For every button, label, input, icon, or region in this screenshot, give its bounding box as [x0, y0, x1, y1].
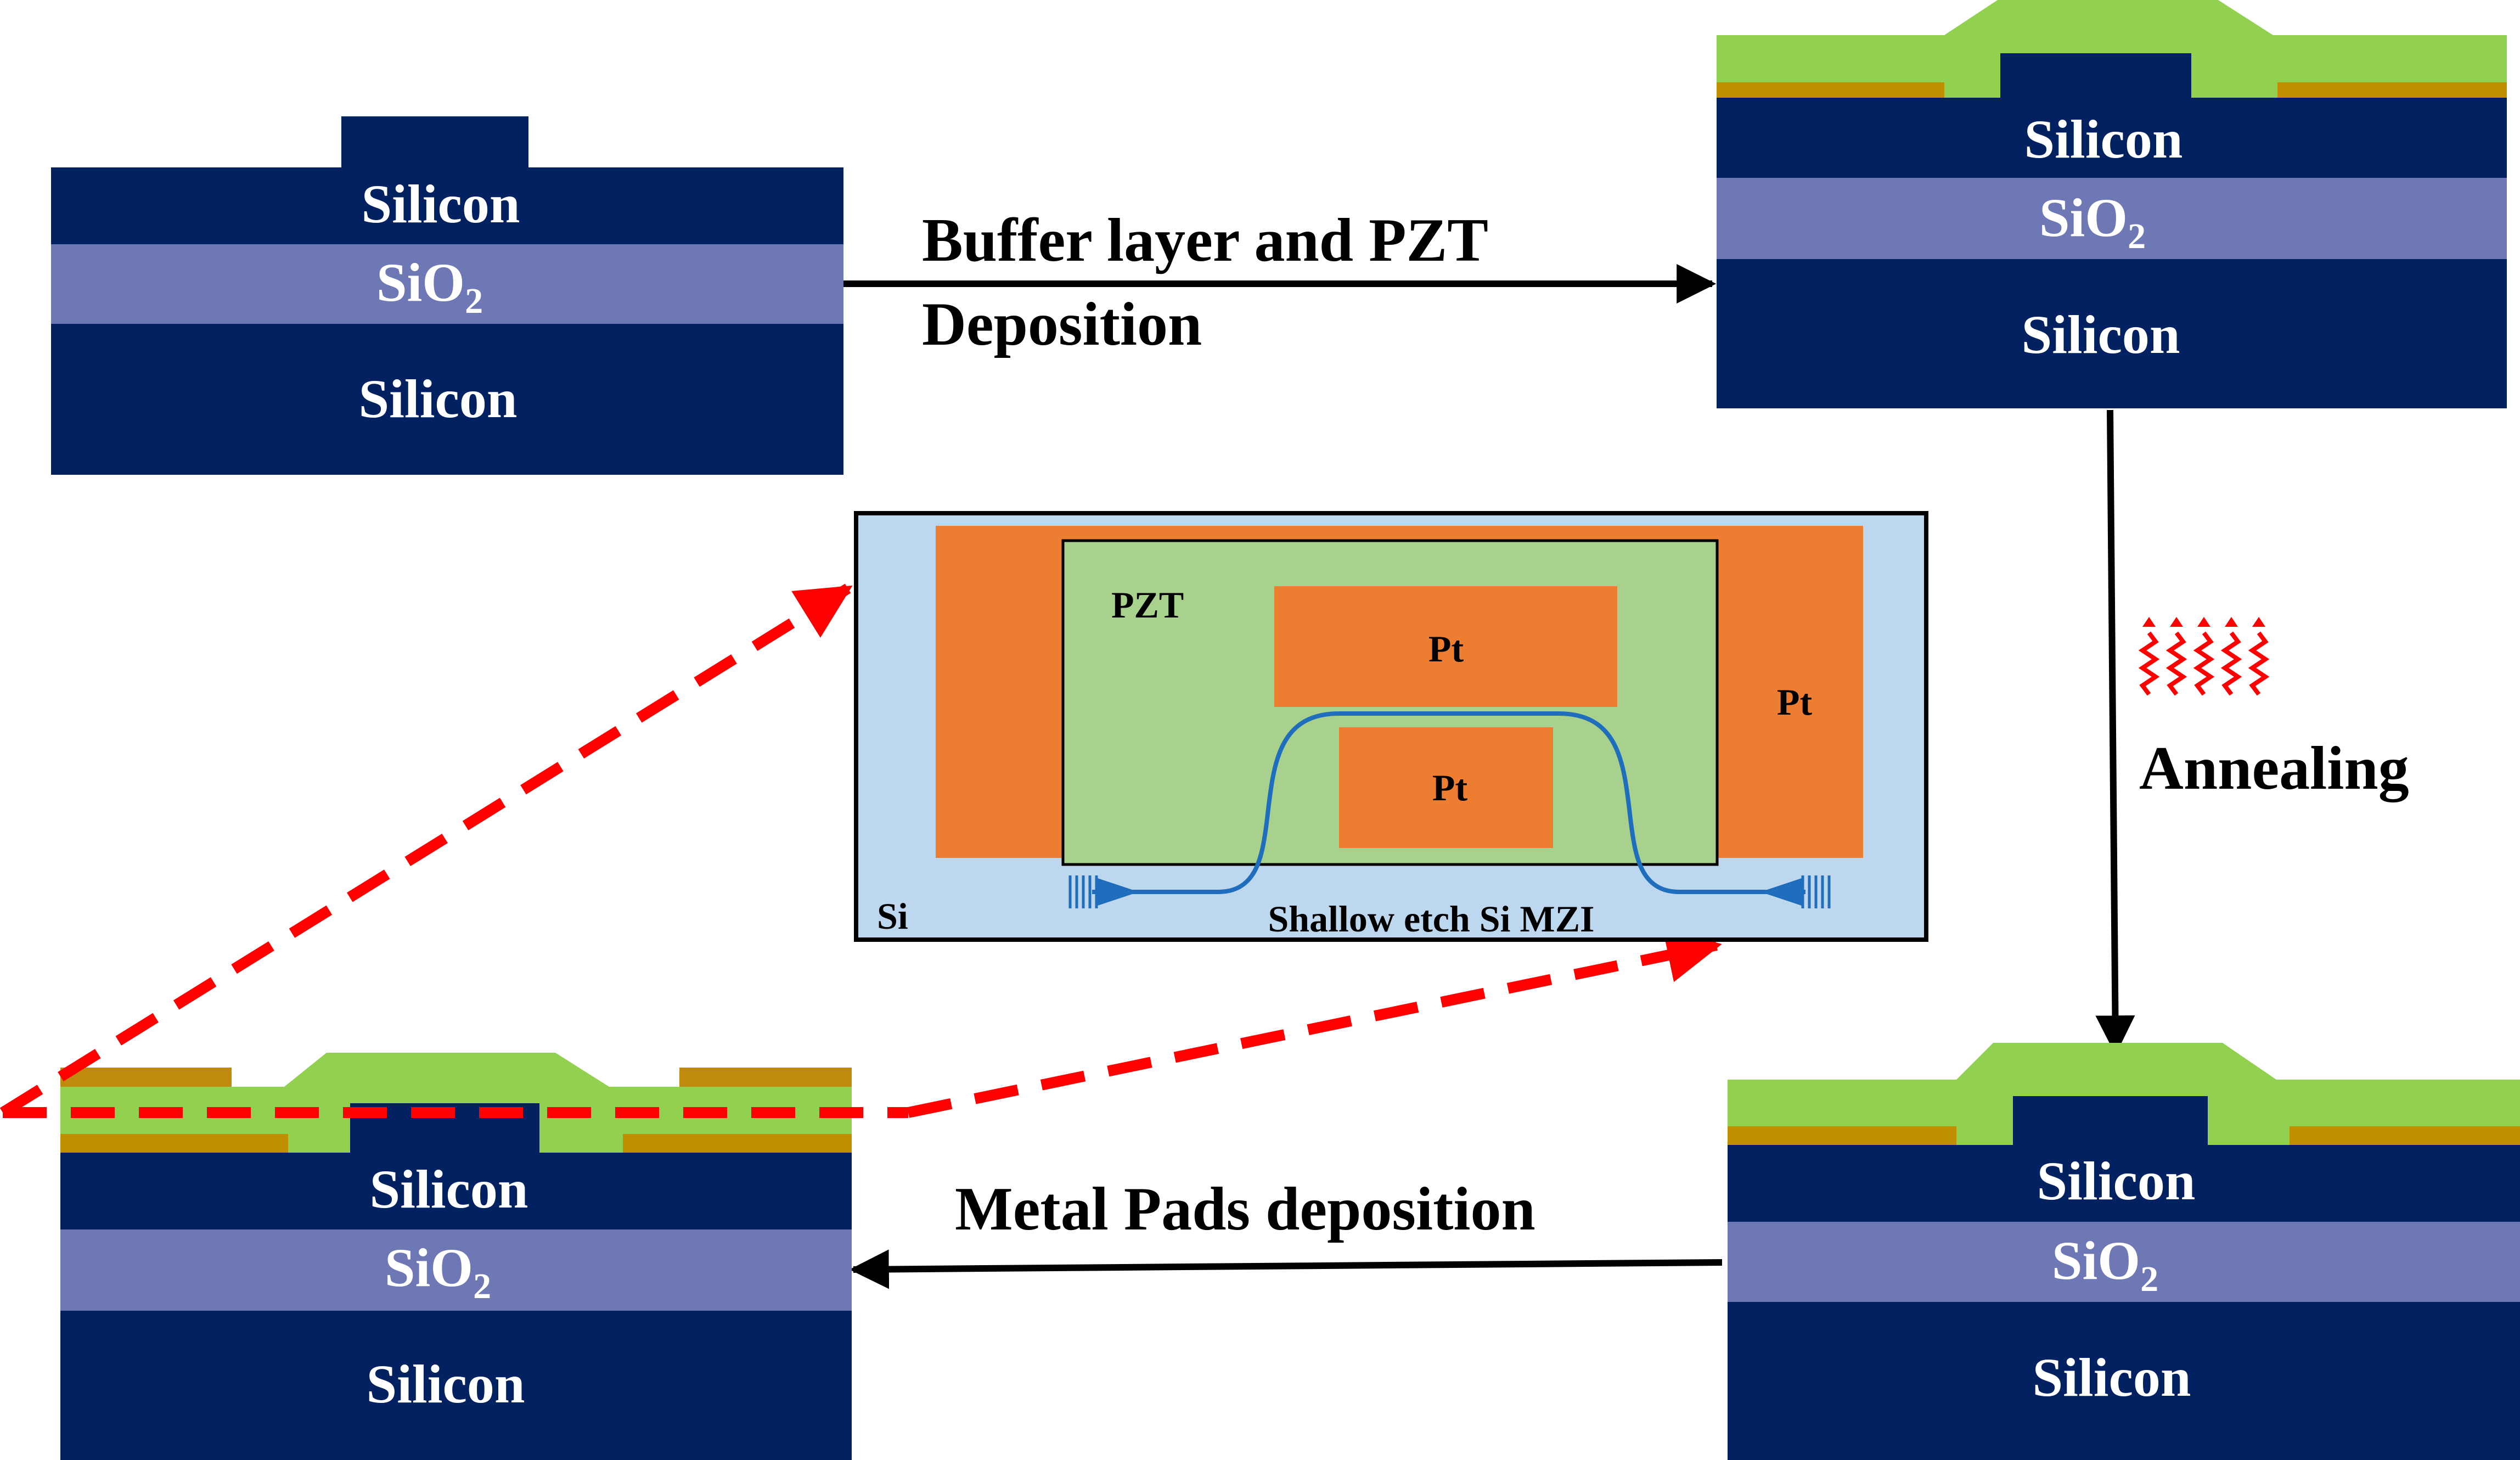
inset-pt-right-label: Pt — [1777, 681, 1813, 723]
silicon-label: Silicon — [2024, 109, 2183, 170]
mzi-waveguide — [1092, 711, 1805, 894]
inset-pt-center-label: Pt — [1432, 767, 1468, 808]
initial-soi-stack: Silicon SiO2 Silicon — [51, 116, 843, 475]
sio2-base: SiO — [2039, 187, 2128, 248]
step-metal-pads-label: Metal Pads deposition — [955, 1175, 1535, 1243]
pt-electrode-top — [1274, 586, 1617, 707]
inset-pt-top-label: Pt — [1428, 628, 1464, 670]
sio2-subscript: 2 — [2140, 1259, 2158, 1299]
buffer-layer-left — [1717, 82, 1944, 99]
silicon-label: Silicon — [370, 1159, 528, 1220]
substrate-label: Silicon — [367, 1354, 525, 1414]
substrate-label: Silicon — [359, 368, 518, 429]
silicon-label: Silicon — [362, 173, 520, 234]
top-view-inset: PZT Pt Pt Pt Si Shallow etch Si MZI — [854, 511, 1928, 942]
sio2-label: SiO2 — [376, 252, 483, 321]
inset-pzt-label: PZT — [1111, 584, 1184, 626]
sio2-subscript: 2 — [465, 281, 483, 321]
pt-electrode-center — [1339, 727, 1553, 848]
silicon-rib — [2000, 53, 2191, 100]
pzt-layer — [1728, 1043, 2520, 1146]
silicon-rib — [341, 116, 528, 169]
final-device-stack: Silicon SiO2 Silicon — [60, 1053, 852, 1460]
silicon-label: Silicon — [2037, 1150, 2196, 1211]
pzt-layer — [1717, 0, 2507, 99]
grating-coupler-right-icon — [1760, 875, 1831, 908]
heat-waves-icon — [2138, 617, 2270, 696]
silicon-device-layer — [60, 1153, 852, 1231]
sio2-base: SiO — [385, 1237, 473, 1298]
sio2-subscript: 2 — [2128, 216, 2146, 256]
zoom-highlight — [0, 583, 1722, 1118]
sio2-label: SiO2 — [385, 1237, 491, 1306]
step-buffer-label-line2: Deposition — [922, 290, 1202, 358]
silicon-device-layer — [1728, 1145, 2520, 1223]
arrow-left-icon — [849, 1249, 1723, 1289]
buffer-layer-left — [1728, 1126, 1956, 1146]
zoom-line-upper — [0, 583, 853, 1118]
grating-coupler-left-icon — [1068, 875, 1139, 908]
pzt-deposited-stack: Silicon SiO2 Silicon — [1717, 0, 2507, 408]
silicon-device-layer — [1717, 98, 2507, 179]
sio2-box-layer — [60, 1229, 852, 1312]
sio2-box-layer — [1717, 178, 2507, 260]
sio2-subscript: 2 — [473, 1266, 491, 1306]
silicon-rib — [2013, 1096, 2208, 1145]
sio2-box-layer — [51, 244, 843, 325]
substrate-label: Silicon — [2022, 304, 2180, 365]
sio2-base: SiO — [2052, 1230, 2140, 1291]
buffer-layer-right — [2277, 82, 2507, 99]
silicon-device-layer — [51, 167, 843, 245]
silicon-substrate — [1717, 259, 2507, 408]
arrow-down-icon — [2095, 409, 2135, 1055]
silicon-substrate — [1728, 1302, 2520, 1460]
inset-mzi-label: Shallow etch Si MZI — [1268, 898, 1594, 940]
step-buffer-label-line1: Buffer layer and PZT — [922, 206, 1488, 274]
metal-pad-right — [679, 1068, 852, 1087]
inset-si-label: Si — [877, 895, 908, 937]
buffer-layer-left — [60, 1134, 288, 1154]
sio2-label: SiO2 — [2052, 1230, 2158, 1299]
substrate-label: Silicon — [2033, 1347, 2191, 1408]
sio2-label: SiO2 — [2039, 187, 2146, 256]
silicon-substrate — [60, 1311, 852, 1460]
sio2-box-layer — [1728, 1222, 2520, 1303]
metal-pad-left — [60, 1068, 232, 1087]
buffer-layer-right — [623, 1134, 852, 1154]
annealed-stack: Silicon SiO2 Silicon — [1728, 1043, 2520, 1460]
pzt-layer — [60, 1053, 852, 1153]
step-annealing-label: Annealing — [2139, 734, 2409, 802]
sio2-base: SiO — [376, 252, 465, 313]
silicon-substrate — [51, 324, 843, 475]
zoom-line-lower — [907, 928, 1722, 1118]
buffer-layer-right — [2290, 1126, 2520, 1146]
